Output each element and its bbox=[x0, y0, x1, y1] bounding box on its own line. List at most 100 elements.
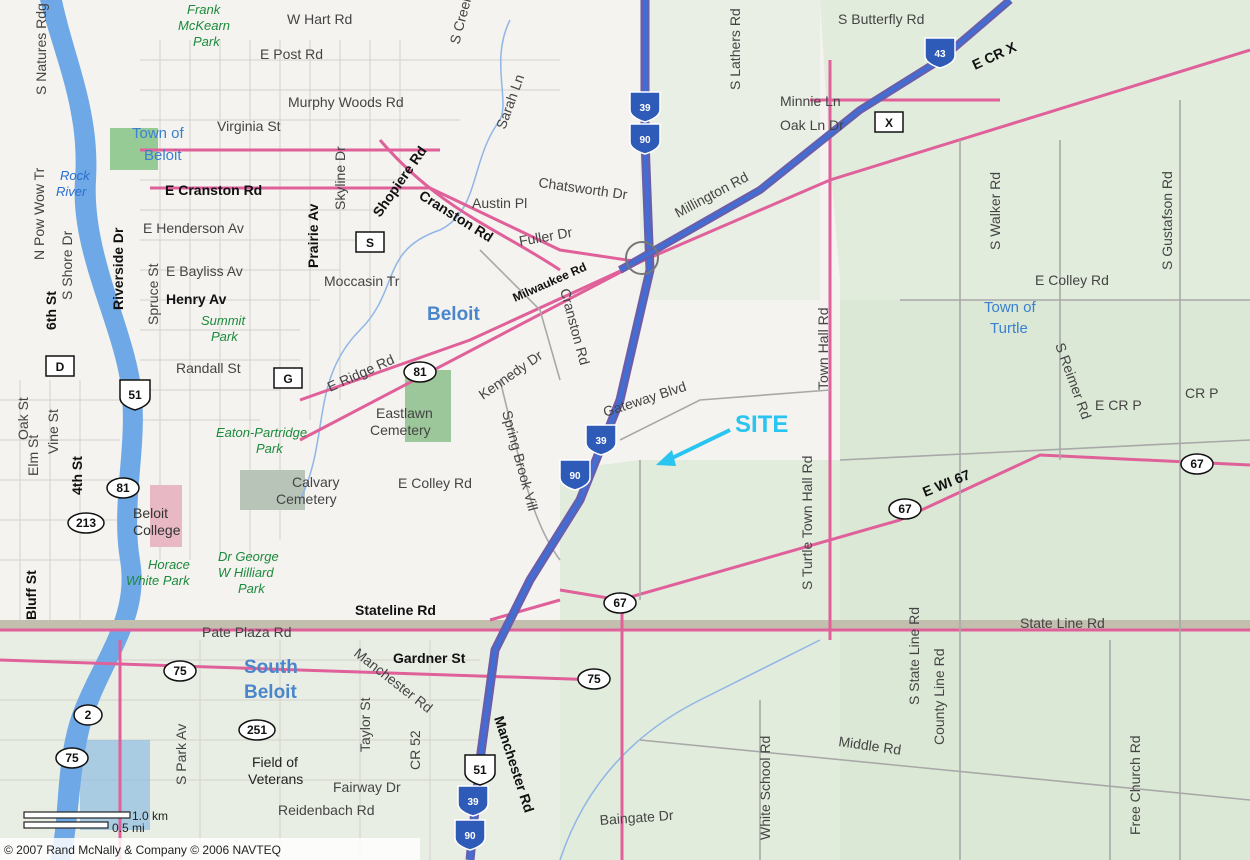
shield-label: 75 bbox=[65, 751, 79, 765]
road-oak-st: Oak St bbox=[15, 397, 31, 440]
shield-75-east: 75 bbox=[577, 668, 611, 690]
shield-label: 75 bbox=[587, 672, 601, 686]
road-taylor: Taylor St bbox=[357, 697, 373, 752]
park-frank-2: McKearn bbox=[178, 18, 230, 33]
shield-81-west: 81 bbox=[106, 477, 140, 499]
landmark-eastlawn-2: Cemetery bbox=[370, 422, 431, 438]
park-frank-3: Park bbox=[193, 34, 221, 49]
rural-area-turtle bbox=[840, 300, 1250, 860]
creeks bbox=[299, 19, 821, 860]
road-stateline: Stateline Rd bbox=[355, 602, 436, 618]
secondary-roads bbox=[479, 100, 1250, 860]
shield-i90-north: 90 bbox=[629, 123, 661, 155]
shield-label: 51 bbox=[473, 763, 487, 777]
site-marker[interactable]: SITE bbox=[656, 411, 788, 466]
shield-label: 39 bbox=[467, 797, 479, 808]
place-town-of-beloit-1: Town of bbox=[132, 125, 185, 142]
shield-label: 43 bbox=[934, 49, 946, 60]
shield-label: 81 bbox=[413, 365, 427, 379]
road-vine: Vine St bbox=[45, 409, 61, 454]
park-eaton-2: Park bbox=[256, 441, 284, 456]
street-grid bbox=[0, 40, 560, 860]
park-hilliard-1: Dr George bbox=[218, 549, 279, 564]
road-w-hart: W Hart Rd bbox=[287, 11, 352, 27]
road-e-bayliss: E Bayliss Av bbox=[166, 263, 243, 279]
road-henry: Henry Av bbox=[166, 291, 227, 307]
shield-i39-north: 39 bbox=[629, 91, 661, 123]
road-elm: Elm St bbox=[25, 435, 41, 476]
road-n-pow-wow: N Pow Wow Tr bbox=[31, 167, 47, 260]
beloit-college-area bbox=[150, 485, 182, 547]
place-town-of-turtle-2: Turtle bbox=[990, 320, 1028, 337]
shield-i39-south: 39 bbox=[457, 785, 489, 817]
shield-label: 213 bbox=[76, 516, 96, 530]
scale-bar-mi bbox=[23, 821, 109, 829]
road-free-church: Free Church Rd bbox=[1127, 735, 1143, 835]
place-beloit: Beloit bbox=[427, 304, 480, 325]
shield-us51-north: 51 bbox=[119, 379, 151, 411]
shield-label: 75 bbox=[173, 664, 187, 678]
shield-label: 51 bbox=[128, 388, 142, 402]
landmark-college-1: Beloit bbox=[133, 505, 168, 521]
shield-label: 67 bbox=[898, 502, 912, 516]
road-cr-p: CR P bbox=[1185, 385, 1218, 401]
road-pate-plaza: Pate Plaza Rd bbox=[202, 624, 292, 640]
shield-67-south: 67 bbox=[603, 592, 637, 614]
road-s-natures: S Natures Rdg bbox=[33, 3, 49, 95]
interstate-43-inner bbox=[619, 0, 1012, 272]
road-s-lathers: S Lathers Rd bbox=[727, 8, 743, 90]
place-south-beloit-2: Beloit bbox=[244, 682, 297, 703]
park-summit-1: Summit bbox=[201, 313, 246, 328]
rock-river-label-2: River bbox=[56, 184, 87, 199]
road-spruce: Spruce St bbox=[145, 263, 161, 325]
park-hilliard-2: W Hilliard bbox=[218, 565, 274, 580]
park-summit-2: Park bbox=[211, 329, 239, 344]
scale-mi-label: 0.5 mi bbox=[112, 821, 145, 835]
shield-label: 81 bbox=[116, 481, 130, 495]
shield-i90-mid: 90 bbox=[559, 459, 591, 491]
shield-label: 90 bbox=[639, 135, 651, 146]
rock-river-label-1: Rock bbox=[60, 168, 91, 183]
road-murphy: Murphy Woods Rd bbox=[288, 94, 404, 110]
scale-km-label: 1.0 km bbox=[132, 809, 168, 823]
shield-i39-mid: 39 bbox=[585, 424, 617, 456]
road-e-cr-p: E CR P bbox=[1095, 397, 1142, 413]
calvary-cemetery-area bbox=[240, 470, 305, 510]
road-white-school: White School Rd bbox=[757, 736, 773, 840]
copyright-backdrop bbox=[0, 838, 420, 860]
shield-label: 90 bbox=[464, 831, 476, 842]
state-line-band bbox=[0, 620, 1250, 630]
park-horace-1: Horace bbox=[148, 557, 190, 572]
road-prairie: Prairie Av bbox=[305, 203, 321, 268]
road-s-butterfly: S Butterfly Rd bbox=[838, 11, 924, 27]
shield-box-x: X bbox=[874, 111, 904, 133]
road-4th: 4th St bbox=[69, 456, 85, 495]
road-oak-ln: Oak Ln Dr bbox=[780, 117, 844, 133]
shield-label: 251 bbox=[247, 723, 267, 737]
road-state-line: State Line Rd bbox=[1020, 615, 1105, 631]
shield-label: 39 bbox=[595, 436, 607, 447]
road-s-turtle-town-hall: S Turtle Town Hall Rd bbox=[799, 456, 815, 590]
shield-us51-south: 51 bbox=[464, 754, 496, 786]
shield-label: X bbox=[885, 116, 893, 130]
road-e-post: E Post Rd bbox=[260, 46, 323, 62]
shield-67-east: 67 bbox=[1180, 453, 1214, 475]
place-town-of-turtle-1: Town of bbox=[984, 299, 1037, 316]
shield-i90-south: 90 bbox=[454, 819, 486, 851]
road-e-colley-e: E Colley Rd bbox=[1035, 272, 1109, 288]
road-fairway: Fairway Dr bbox=[333, 779, 401, 795]
shield-label: 39 bbox=[639, 103, 651, 114]
shield-label: S bbox=[366, 236, 374, 250]
road-e-henderson: E Henderson Av bbox=[143, 220, 244, 236]
shield-75-west: 75 bbox=[163, 660, 197, 682]
place-town-of-beloit-2: Beloit bbox=[144, 147, 182, 164]
road-county-line: County Line Rd bbox=[931, 648, 947, 745]
shield-label: G bbox=[283, 372, 292, 386]
road-riverside: Riverside Dr bbox=[110, 227, 126, 310]
landmark-eastlawn-1: Eastlawn bbox=[376, 405, 433, 421]
park-horace-2: White Park bbox=[126, 573, 191, 588]
road-skyline: Skyline Dr bbox=[332, 146, 348, 210]
place-south-beloit-1: South bbox=[244, 657, 298, 678]
